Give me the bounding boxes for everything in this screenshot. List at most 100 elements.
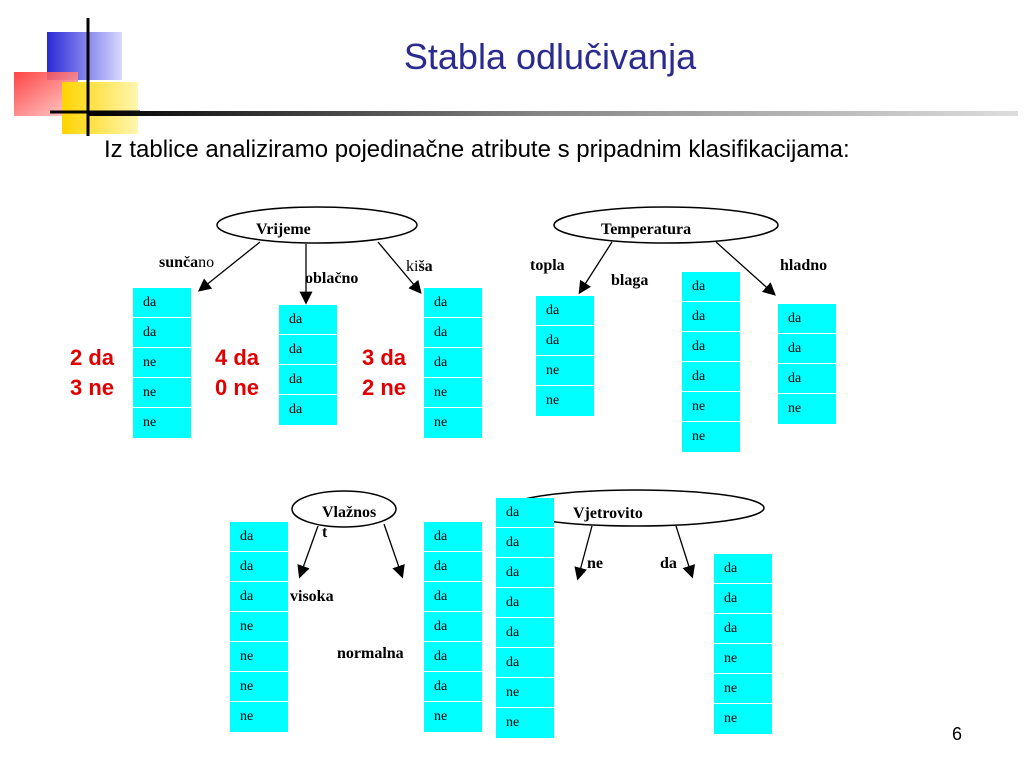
branch-label-hladno: hladno [780, 257, 828, 274]
column-cell: ne [230, 672, 288, 702]
vlaznost-arrow-visoka [297, 525, 319, 579]
count-oblacno-ne: 0 ne [215, 375, 260, 400]
column-cell: da [496, 618, 554, 648]
column-cell: ne [506, 715, 520, 730]
column-cell: da [289, 402, 303, 417]
column-cell: ne [434, 709, 448, 724]
count-kisa-da: 3 da [362, 345, 407, 370]
column-cell: da [424, 288, 482, 318]
column-cell: ne [424, 378, 482, 408]
column-cell: da [496, 498, 554, 528]
vlaznost-node-ellipse [291, 490, 397, 528]
page-number: 6 [952, 724, 963, 744]
column-cell: da [133, 288, 191, 318]
count-suncano-da: 2 da [70, 345, 115, 370]
column-cell: ne [230, 642, 288, 672]
temperatura-arrow-topla [578, 241, 613, 295]
branch-label-visoka: visoka [290, 588, 334, 605]
temperatura-node-ellipse [553, 206, 779, 244]
column-cell: da [714, 554, 772, 584]
column-cell: da [682, 302, 740, 332]
branch-label-kisa-part1: ki [406, 258, 419, 275]
vlaznost-node-label: Vlažnos t [322, 503, 376, 543]
branch-label-kisa-part2: ša [418, 258, 433, 275]
column-cell: ne [788, 401, 802, 416]
column-cell: da [279, 335, 337, 365]
column-cell: da [714, 584, 772, 614]
column-cell: da [778, 304, 836, 334]
column-cell: da [682, 272, 740, 302]
column-cell: ne [133, 378, 191, 408]
column-cell: ne [536, 356, 594, 386]
branch-label-normalna: normalna [337, 645, 404, 662]
column-cell: da [714, 614, 772, 644]
column-cell: da [424, 642, 482, 672]
logo-squares-icon [14, 18, 140, 136]
column-cell: da [682, 332, 740, 362]
branch-label-suncano: sunčano [159, 254, 214, 272]
vjetrovito-arrow-ne [574, 525, 593, 581]
branch-label-suncano-part1: sunča [159, 254, 199, 271]
column-cell: da [279, 305, 337, 335]
column-cell: da [279, 365, 337, 395]
column-cell: da [424, 582, 482, 612]
vjetrovito-node-label: Vjetrovito [573, 505, 643, 522]
column-cell: da [496, 528, 554, 558]
branch-label-oblacno: oblačno [305, 270, 359, 287]
column-cell: ne [133, 348, 191, 378]
vlaznost-node-label-line2: t [322, 524, 328, 541]
column-cell: da [496, 588, 554, 618]
temperatura-node-label: Temperatura [601, 221, 692, 238]
column-cell: ne [714, 644, 772, 674]
column-cell: ne [143, 415, 157, 430]
column-cell: ne [546, 393, 560, 408]
column-cell: da [682, 362, 740, 392]
branch-label-vjetrovito-ne: ne [587, 555, 603, 572]
column-cell: da [133, 318, 191, 348]
column-cell: da [424, 552, 482, 582]
column-cell: ne [434, 415, 448, 430]
column-cell: da [230, 552, 288, 582]
page-title: Stabla odlučivanja [403, 36, 697, 77]
column-cell: da [496, 558, 554, 588]
column-cell: da [424, 348, 482, 378]
column-cell: ne [682, 392, 740, 422]
title-divider [88, 111, 1018, 116]
count-kisa-ne: 2 ne [362, 375, 407, 400]
column-cell: da [424, 522, 482, 552]
vrijeme-node-label: Vrijeme [256, 221, 311, 238]
column-cell: ne [724, 711, 738, 726]
column-cell: da [230, 582, 288, 612]
logo-decoration [0, 0, 140, 140]
vjetrovito-arrow-da [675, 525, 696, 579]
vrijeme-arrow-kisa [377, 241, 422, 294]
column-cell: da [424, 612, 482, 642]
page-subtitle: Iz tablice analiziramo pojedinačne atrib… [104, 136, 850, 163]
vrijeme-node-ellipse [216, 206, 418, 244]
column-cell: da [424, 318, 482, 348]
column-cell: da [536, 326, 594, 356]
column-cell: da [496, 648, 554, 678]
count-oblacno-da: 4 da [215, 345, 260, 370]
column-cell: da [230, 522, 288, 552]
column-cell: da [778, 334, 836, 364]
column-cell: da [778, 364, 836, 394]
column-cell: ne [230, 612, 288, 642]
branch-label-suncano-part2: no [198, 254, 215, 271]
column-cell: ne [714, 674, 772, 704]
temperatura-arrow-hladno [715, 241, 776, 296]
vrijeme-arrow-suncano [197, 241, 261, 292]
vlaznost-arrow-normalna [383, 523, 405, 579]
count-suncano-ne: 3 ne [70, 375, 115, 400]
branch-label-kisa: kiša [406, 258, 433, 276]
branch-label-blaga: blaga [611, 272, 649, 289]
column-cell: da [424, 672, 482, 702]
column-cell: ne [496, 678, 554, 708]
branch-label-vjetrovito-da: da [660, 555, 677, 572]
